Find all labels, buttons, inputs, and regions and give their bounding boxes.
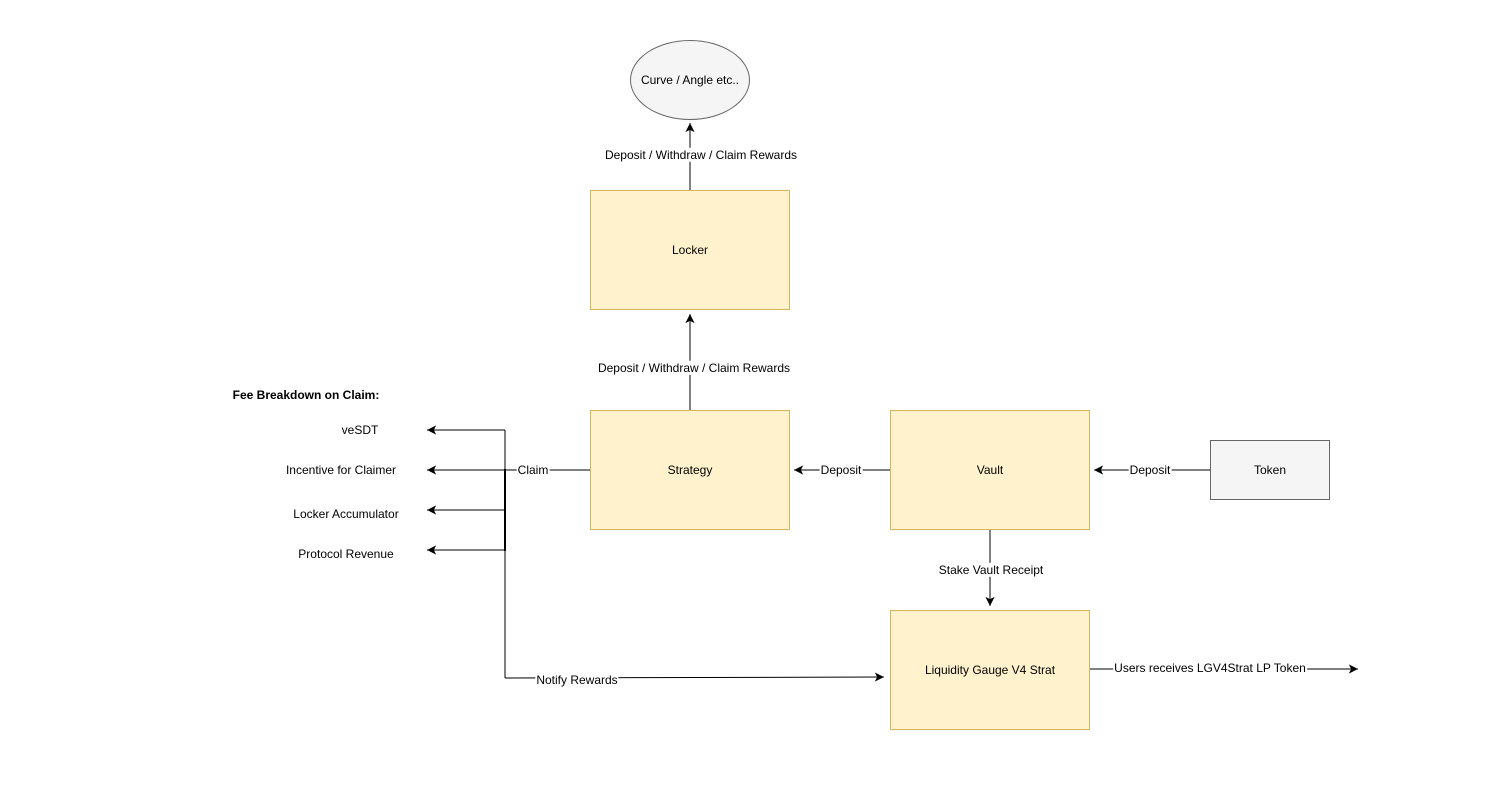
edge-label-token-to-vault: Deposit xyxy=(1128,462,1172,478)
node-locker: Locker xyxy=(590,190,790,310)
edge-label-strategy-to-locker: Deposit / Withdraw / Claim Rewards xyxy=(596,360,792,376)
edge-label-vault-to-gauge: Stake Vault Receipt xyxy=(937,562,1045,578)
edge-label-locker-to-external: Deposit / Withdraw / Claim Rewards xyxy=(603,147,799,163)
fee-item-locker-accumulator: Locker Accumulator xyxy=(293,507,399,521)
node-vault: Vault xyxy=(890,410,1090,530)
node-token-label: Token xyxy=(1253,463,1287,477)
edge-label-vault-to-strategy: Deposit xyxy=(819,462,863,478)
fee-item-vesdt: veSDT xyxy=(341,423,379,437)
node-vault-label: Vault xyxy=(976,463,1004,477)
node-strategy-label: Strategy xyxy=(667,463,713,477)
edge-label-notify-rewards: Notify Rewards xyxy=(535,672,619,688)
node-liquidity-gauge: Liquidity Gauge V4 Strat xyxy=(890,610,1090,730)
node-external-protocol: Curve / Angle etc.. xyxy=(630,40,750,120)
node-liquidity-gauge-label: Liquidity Gauge V4 Strat xyxy=(924,663,1056,677)
node-token: Token xyxy=(1210,440,1330,500)
edge-label-users-receive: Users receives LGV4Strat LP Token xyxy=(1113,660,1307,676)
node-locker-label: Locker xyxy=(671,243,709,257)
edge-label-strategy-claim: Claim xyxy=(516,462,550,478)
fee-breakdown-title: Fee Breakdown on Claim: xyxy=(232,388,380,402)
fee-item-incentive-for-claimer: Incentive for Claimer xyxy=(285,463,397,477)
node-external-protocol-label: Curve / Angle etc.. xyxy=(640,73,740,87)
node-strategy: Strategy xyxy=(590,410,790,530)
fee-item-protocol-revenue: Protocol Revenue xyxy=(298,547,394,561)
